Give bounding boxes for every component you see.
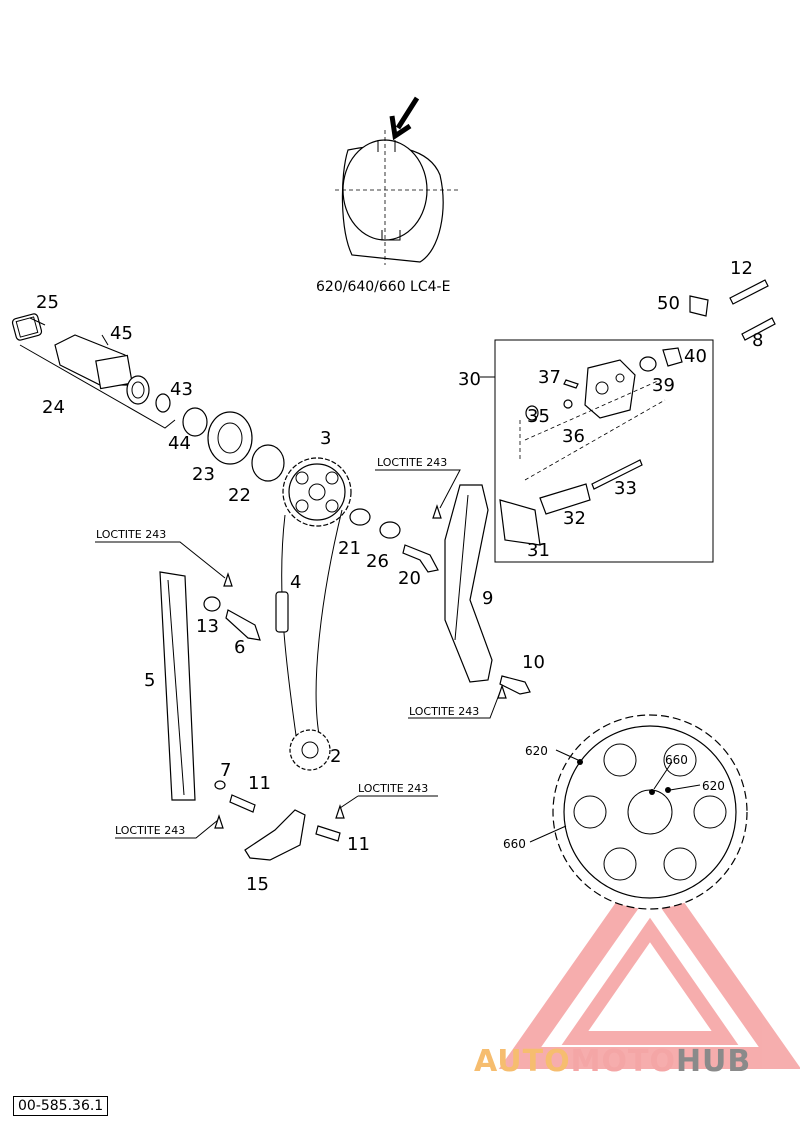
part-number: 33: [614, 478, 637, 499]
bracket-15: [244, 809, 306, 861]
watermark-text: AUTOMOTOHUB: [474, 1044, 751, 1079]
watermark-text-c: HUB: [675, 1044, 752, 1079]
loctite-label: LOCTITE 243: [358, 782, 428, 795]
loctite-drop-icon: [335, 804, 345, 819]
cam-bearing-inset: 620/640/660 LC4-E: [316, 96, 460, 295]
part-number: 6: [234, 637, 245, 658]
sprocket-marker: 620: [525, 744, 548, 758]
loctite-drop-icon: [497, 684, 507, 699]
cam-sprocket: [282, 457, 352, 527]
loctite-drop-icon: [223, 572, 233, 587]
loctite-leader-2: [375, 469, 461, 509]
part-number: 31: [527, 540, 550, 561]
loctite-leader-5b: [339, 795, 359, 809]
crank-sprocket-detail: [529, 714, 748, 910]
loctite-label: LOCTITE 243: [377, 456, 447, 469]
part-number: 45: [110, 323, 133, 344]
watermark-logo: [498, 853, 800, 1069]
part-number: 11: [248, 773, 271, 794]
bolt-20: [402, 544, 439, 573]
part-number: 5: [144, 670, 155, 691]
tensioner-group-box: [494, 339, 714, 563]
part-number: 24: [42, 397, 65, 418]
loctite-leader-3: [408, 691, 501, 719]
timing-chain: [281, 509, 343, 751]
part-number: 12: [730, 258, 753, 279]
watermark-text-b: MOTO: [570, 1044, 676, 1079]
part-number: 10: [522, 652, 545, 673]
part-number: 3: [320, 428, 331, 449]
part-number: 50: [657, 293, 680, 314]
bolt-11b: [315, 825, 341, 842]
washer-7: [214, 780, 226, 790]
part-number: 20: [398, 568, 421, 589]
loctite-label: LOCTITE 243: [96, 528, 166, 541]
loctite-drop-icon: [432, 504, 442, 519]
arrow-icon: [389, 96, 420, 141]
watermark-text-a: AUTO: [474, 1044, 571, 1079]
part-number: 15: [246, 874, 269, 895]
sprocket-marker: 620: [702, 779, 725, 793]
part-number: 11: [347, 834, 370, 855]
bolt-10: [499, 675, 531, 695]
clip-50: [689, 295, 709, 317]
part-number: 32: [563, 508, 586, 529]
sprocket-marker: 660: [503, 837, 526, 851]
sprocket-marker: 660: [665, 753, 688, 767]
ring-13: [203, 596, 221, 612]
part-number: 8: [752, 330, 763, 351]
part-number: 22: [228, 485, 251, 506]
part-number: 21: [338, 538, 361, 559]
part-number: 9: [482, 588, 493, 609]
camshaft-group: [11, 313, 285, 482]
part-number: 30: [458, 369, 481, 390]
part-number: 40: [684, 346, 707, 367]
part-number: 13: [196, 616, 219, 637]
part-number: 2: [330, 746, 341, 767]
part-number: 4: [290, 572, 301, 593]
part-number: 23: [192, 464, 215, 485]
bolt-8: [741, 317, 776, 341]
part-number: 37: [538, 367, 561, 388]
crank-sprocket: [289, 729, 331, 771]
tensioner-rail-9: [444, 484, 493, 683]
variant-label: 620/640/660 LC4-E: [316, 279, 450, 295]
part-number: 36: [562, 426, 585, 447]
part-number: 26: [366, 551, 389, 572]
part-number: 39: [652, 375, 675, 396]
part-number: 44: [168, 433, 191, 454]
reference-code: 00-585.36.1: [13, 1096, 109, 1116]
tensioner-group: [499, 347, 683, 546]
washer-21: [349, 508, 371, 526]
part-number: 43: [170, 379, 193, 400]
ring-26: [379, 521, 401, 539]
bolt-11a: [229, 794, 256, 813]
loctite-label: LOCTITE 243: [115, 824, 185, 837]
part-number: 35: [527, 406, 550, 427]
loctite-drop-icon: [214, 814, 224, 829]
bolt-12: [729, 279, 769, 305]
chain-guide-4: [275, 591, 289, 633]
part-number: 7: [220, 760, 231, 781]
chain-rail-5: [159, 571, 196, 801]
pin-6: [225, 609, 261, 641]
part-number: 25: [36, 292, 59, 313]
loctite-leader-4: [115, 819, 219, 839]
loctite-label: LOCTITE 243: [409, 705, 479, 718]
loctite-leader-1: [95, 541, 226, 579]
